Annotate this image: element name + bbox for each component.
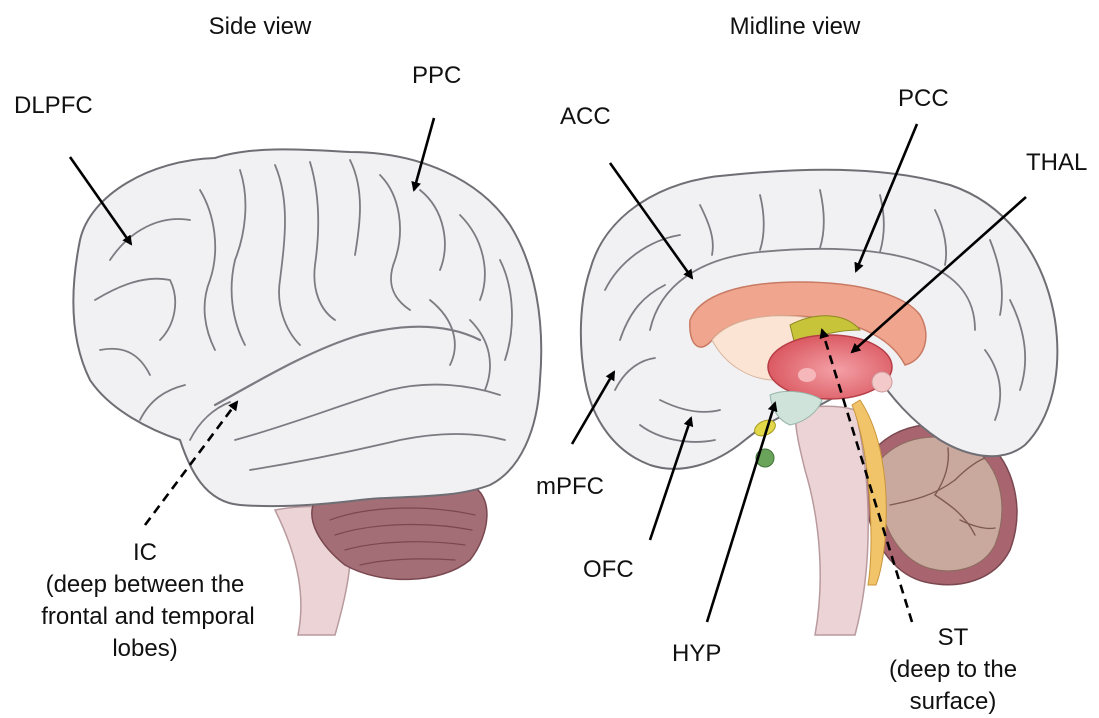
- label-ic-note-3: lobes): [112, 635, 177, 662]
- label-hyp: HYP: [672, 640, 721, 667]
- label-st-note-2: surface): [910, 688, 997, 715]
- label-acc: ACC: [560, 103, 611, 130]
- label-thal: THAL: [1026, 149, 1087, 176]
- title-midline-view: Midline view: [730, 13, 861, 40]
- label-st-note-1: (deep to the: [889, 656, 1017, 683]
- label-ppc: PPC: [412, 62, 461, 89]
- label-ofc: OFC: [583, 556, 634, 583]
- mid-brainstem: [795, 406, 868, 635]
- midline-view-brain: [581, 170, 1057, 635]
- label-dlpfc: DLPFC: [14, 92, 93, 119]
- side-cerebrum: [73, 149, 541, 506]
- label-ic: IC: [133, 539, 157, 566]
- mid-thalamus-highlight: [798, 368, 816, 382]
- label-pcc: PCC: [898, 85, 949, 112]
- label-ic-note-1: (deep between the: [46, 571, 245, 598]
- label-mpfc: mPFC: [536, 473, 604, 500]
- mid-pineal: [872, 372, 892, 392]
- title-side-view: Side view: [209, 13, 312, 40]
- mid-thalamus: [768, 335, 892, 399]
- label-ic-note-2: frontal and temporal: [41, 603, 254, 630]
- label-st: ST: [938, 624, 969, 651]
